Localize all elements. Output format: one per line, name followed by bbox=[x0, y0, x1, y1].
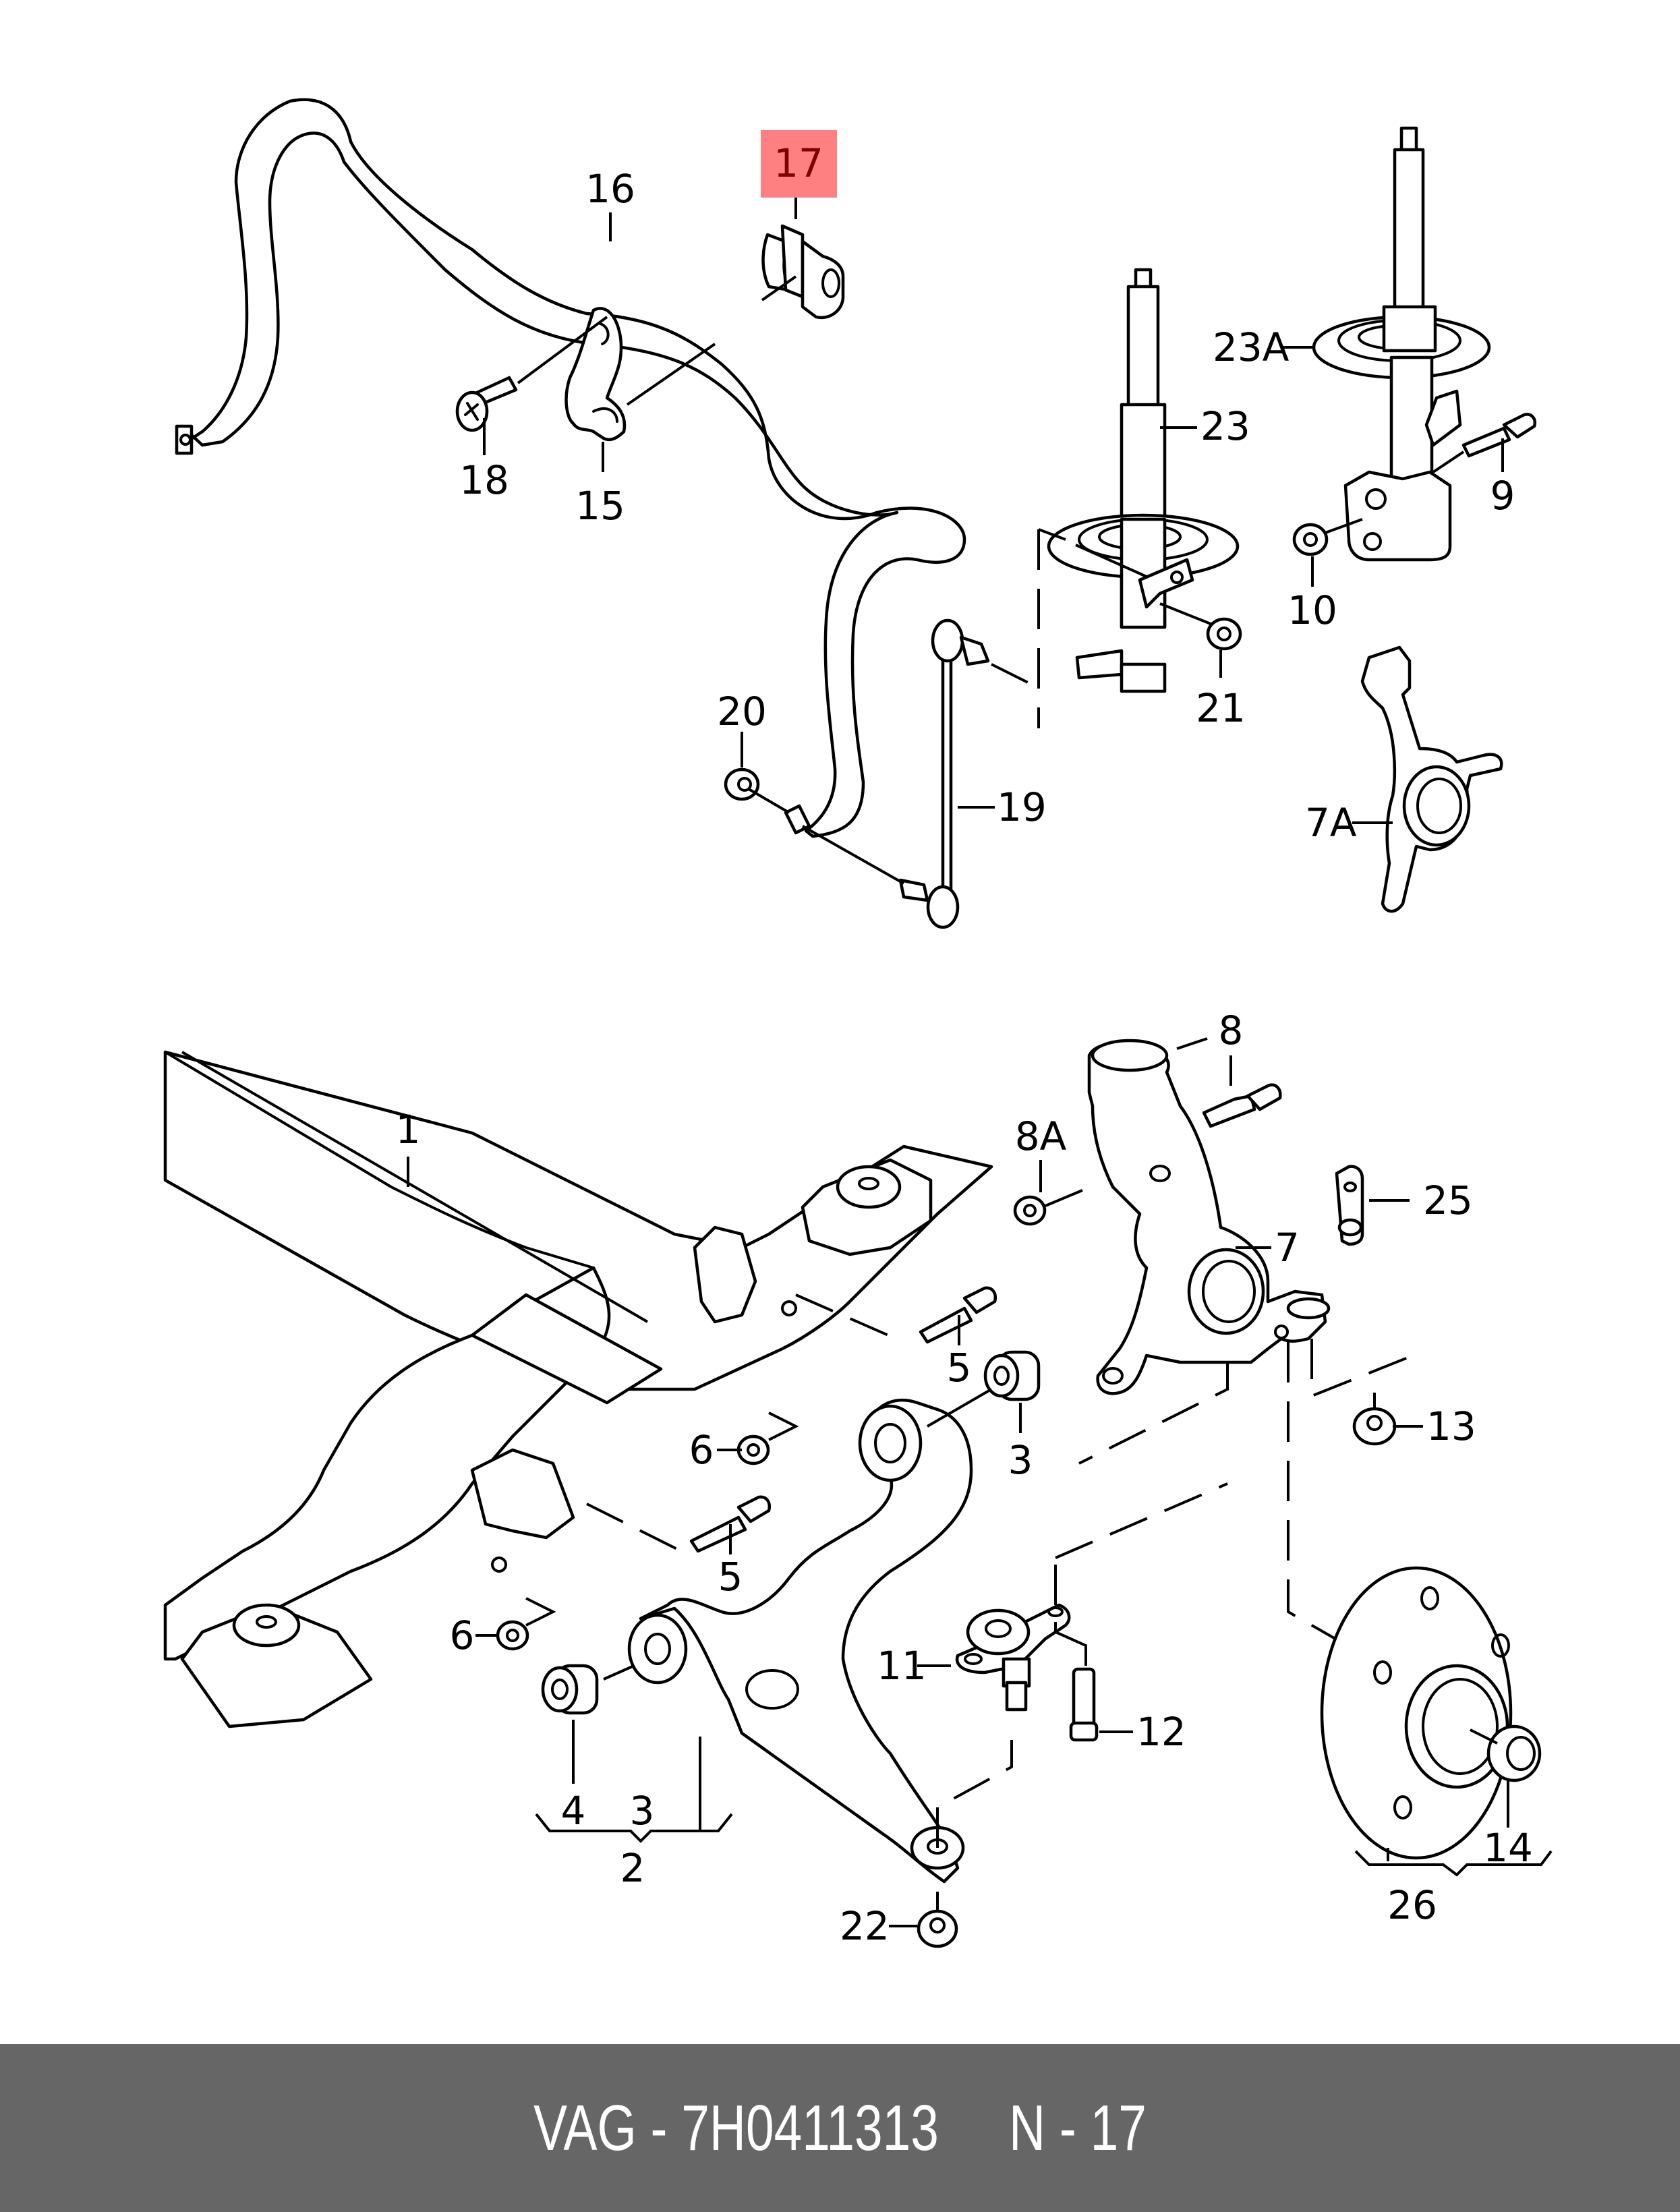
callout-13[interactable]: 13 bbox=[1426, 1403, 1476, 1449]
leader-lines bbox=[407, 179, 1553, 1927]
callout-6a[interactable]: 6 bbox=[689, 1427, 714, 1473]
clamp-bolt[interactable] bbox=[455, 316, 608, 432]
callout-20[interactable]: 20 bbox=[717, 689, 767, 734]
strut-bolt[interactable] bbox=[1432, 413, 1536, 473]
shock-absorber-left[interactable] bbox=[1047, 268, 1240, 693]
callout-1[interactable]: 1 bbox=[396, 1107, 421, 1153]
callout-17[interactable]: 17 bbox=[774, 140, 823, 186]
part-info-footer: VAG - 7H0411313 N - 17 bbox=[0, 2044, 1680, 2212]
clamp-nut-8a[interactable] bbox=[1013, 1189, 1083, 1226]
callout-21[interactable]: 21 bbox=[1196, 685, 1246, 731]
callout-16[interactable]: 16 bbox=[585, 166, 635, 212]
retaining-pin-25[interactable] bbox=[1335, 1165, 1364, 1246]
callout-labels: 17 16 18 15 23 23A 21 10 9 20 19 7A 1 8A… bbox=[396, 130, 1533, 1949]
ball-joint-bolt[interactable] bbox=[1054, 1622, 1099, 1742]
callout-8a[interactable]: 8A bbox=[1015, 1113, 1067, 1159]
bushing-clamp[interactable] bbox=[564, 307, 627, 442]
knuckle-nut-13[interactable] bbox=[1310, 1339, 1414, 1446]
callout-14[interactable]: 14 bbox=[1483, 1825, 1533, 1871]
front-bushing[interactable] bbox=[926, 1350, 1041, 1428]
callout-4[interactable]: 4 bbox=[561, 1788, 586, 1834]
clamp-bolt-8[interactable] bbox=[1176, 1037, 1282, 1128]
callout-6b[interactable]: 6 bbox=[450, 1612, 475, 1658]
strut-nut-right[interactable] bbox=[1292, 518, 1363, 556]
callout-15[interactable]: 15 bbox=[575, 483, 625, 529]
wheel-bearing-housing-7[interactable] bbox=[1087, 1039, 1331, 1395]
subframe[interactable] bbox=[163, 1050, 993, 1728]
parts-diagram: 17 16 18 15 23 23A 21 10 9 20 19 7A 1 8A… bbox=[163, 98, 1553, 1949]
wheel-bearing-housing-7a[interactable] bbox=[1360, 645, 1503, 913]
subframe-bolt-lower[interactable] bbox=[586, 1495, 771, 1553]
subframe-nut-lower[interactable] bbox=[496, 1597, 556, 1651]
stabilizer-bar[interactable] bbox=[175, 98, 966, 838]
callout-7a[interactable]: 7A bbox=[1305, 800, 1357, 846]
callout-5b[interactable]: 5 bbox=[718, 1554, 743, 1600]
control-arm[interactable] bbox=[627, 1399, 973, 1884]
highlight-box bbox=[761, 130, 837, 198]
callout-11[interactable]: 11 bbox=[877, 1643, 927, 1689]
stabilizer-bushing[interactable] bbox=[761, 224, 845, 320]
wheel-hub[interactable] bbox=[1320, 1566, 1513, 1860]
callout-26[interactable]: 26 bbox=[1387, 1882, 1437, 1928]
callout-2[interactable]: 2 bbox=[620, 1845, 645, 1891]
rear-bushing[interactable] bbox=[541, 1664, 635, 1715]
stabilizer-link[interactable] bbox=[898, 618, 1039, 929]
ball-joint[interactable] bbox=[955, 1603, 1071, 1712]
callout-3a[interactable]: 3 bbox=[1008, 1437, 1033, 1483]
callout-8[interactable]: 8 bbox=[1219, 1008, 1244, 1053]
callout-25[interactable]: 25 bbox=[1423, 1177, 1473, 1223]
callout-7[interactable]: 7 bbox=[1275, 1225, 1300, 1271]
strut-nut[interactable] bbox=[1159, 602, 1242, 651]
axle-nut-14[interactable] bbox=[1470, 1724, 1542, 1782]
callout-3b[interactable]: 3 bbox=[630, 1788, 655, 1834]
subframe-nut-upper[interactable] bbox=[736, 1411, 799, 1465]
callout-23a[interactable]: 23A bbox=[1213, 324, 1290, 370]
callout-9[interactable]: 9 bbox=[1490, 473, 1515, 519]
control-arm-nut[interactable] bbox=[917, 1892, 958, 1948]
link-nut[interactable] bbox=[724, 767, 904, 885]
callout-10[interactable]: 10 bbox=[1287, 587, 1337, 633]
callout-5a[interactable]: 5 bbox=[947, 1345, 972, 1391]
callout-19[interactable]: 19 bbox=[997, 784, 1047, 830]
callout-22[interactable]: 22 bbox=[840, 1903, 890, 1949]
shock-absorber-right[interactable] bbox=[1312, 126, 1491, 562]
callout-18[interactable]: 18 bbox=[459, 457, 509, 503]
callout-12[interactable]: 12 bbox=[1136, 1709, 1186, 1755]
callout-23[interactable]: 23 bbox=[1200, 403, 1250, 449]
part-number-caption: VAG - 7H0411313 N - 17 bbox=[533, 2091, 1147, 2164]
